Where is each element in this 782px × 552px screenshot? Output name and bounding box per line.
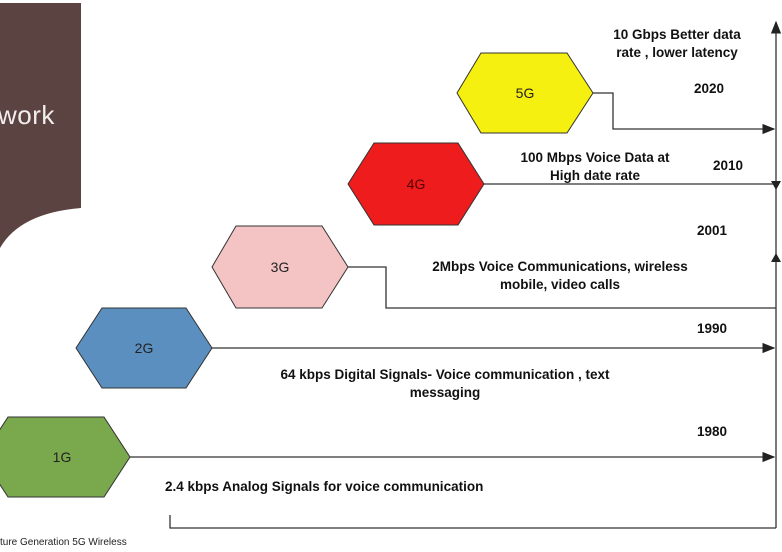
connector-3g — [348, 266, 776, 309]
panel-curve — [0, 208, 81, 248]
description-2g-line1: 64 kbps Digital Signals- Voice communica… — [280, 367, 610, 382]
description-5g: 10 Gbps Better data rate , lower latency — [592, 26, 762, 62]
description-3g-line2: mobile, video calls — [499, 277, 621, 292]
description-5g-line1: 10 Gbps Better data — [613, 27, 741, 42]
baseline — [169, 515, 776, 529]
hexagon-5g — [456, 52, 594, 134]
description-3g: 2Mbps Voice Communications, wireless mob… — [400, 258, 720, 294]
hex-label-2g: 2G — [134, 340, 154, 356]
connector-5g — [593, 92, 776, 135]
year-1980: 1980 — [697, 424, 728, 439]
description-4g-line1: 100 Mbps Voice Data at — [520, 150, 670, 165]
hex-label-3g: 3G — [270, 259, 290, 275]
description-2g: 64 kbps Digital Signals- Voice communica… — [265, 366, 625, 402]
year-2001: 2001 — [697, 223, 728, 238]
title-panel — [0, 3, 81, 248]
panel-title-text: work — [0, 100, 55, 130]
year-2020: 2020 — [694, 81, 725, 96]
year-1990: 1990 — [697, 321, 728, 336]
description-4g-line2: High date rate — [549, 168, 641, 183]
figure-caption: ture Generation 5G Wireless — [0, 537, 127, 548]
description-1g: 2.4 kbps Analog Signals for voice commun… — [165, 479, 484, 494]
hex-label-1g: 1G — [52, 449, 72, 465]
year-2010: 2010 — [713, 158, 744, 173]
axis-down-arrow-4g — [771, 181, 781, 190]
hexagon-3g — [211, 225, 349, 309]
description-5g-line2: rate , lower latency — [616, 45, 738, 60]
hexagon-1g — [0, 416, 131, 498]
hexagon-2g — [75, 307, 213, 389]
hexagon-4g — [347, 142, 485, 226]
description-2g-line2: messaging — [409, 385, 481, 400]
description-4g: 100 Mbps Voice Data at High date rate — [500, 149, 690, 185]
description-3g-line1: 2Mbps Voice Communications, wireless — [432, 259, 688, 274]
hex-label-4g: 4G — [406, 176, 426, 192]
axis-up-arrow-3g — [771, 253, 781, 262]
hex-label-5g: 5G — [515, 85, 535, 101]
